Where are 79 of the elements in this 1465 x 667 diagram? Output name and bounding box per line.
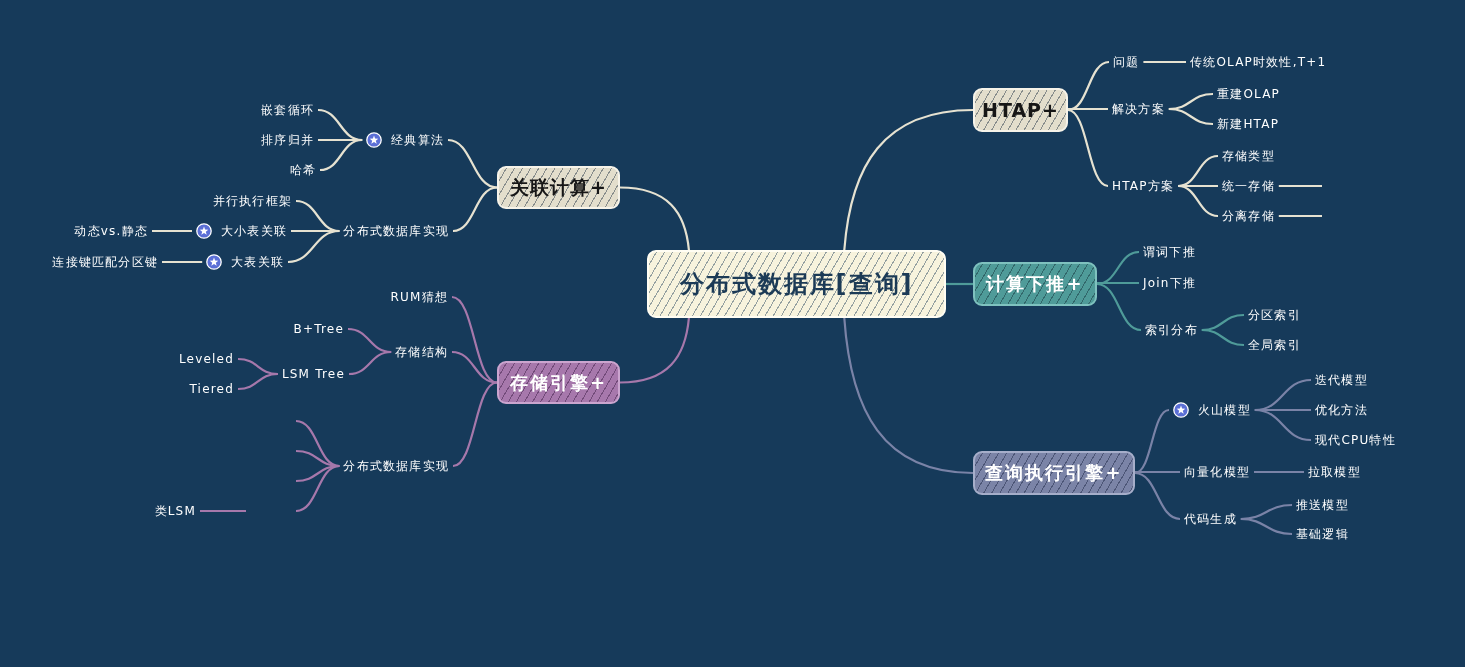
topic-label: 解决方案 [1108, 101, 1169, 117]
branch-line [1278, 214, 1322, 218]
branch-line [447, 138, 498, 189]
topic-label: 谓词下推 [1139, 244, 1200, 260]
branch-line [1254, 470, 1304, 474]
topic-label: 推送模型 [1292, 497, 1353, 513]
branch-line [451, 350, 498, 384]
topic-box: 关联计算+ [497, 166, 620, 209]
branch-line [295, 464, 340, 513]
branch-line [1201, 328, 1245, 347]
branch-line [348, 350, 392, 376]
topic-label: 索引分布 [1141, 322, 1202, 338]
topic-label: Join下推 [1139, 275, 1201, 291]
branch-line [1135, 470, 1180, 474]
topic-label: 火山模型 [1198, 402, 1251, 418]
branch-line [200, 509, 246, 513]
branch-line [946, 282, 973, 286]
topic-label: 大表关联 [231, 254, 284, 270]
topic-label: 基础逻辑 [1292, 526, 1353, 542]
topic-label: 传统OLAP时效性,T+1 [1186, 54, 1331, 70]
topic-label: 排序归并 [257, 132, 318, 148]
topic-label: 类LSM [150, 503, 200, 519]
topic-label: 问题 [1109, 54, 1144, 70]
branch-line [152, 229, 192, 233]
topic-label: 统一存储 [1218, 178, 1279, 194]
branch-line [1143, 60, 1186, 64]
branch-line [843, 108, 974, 251]
topic-label: 大小表关联 [221, 223, 287, 239]
branch-line [319, 138, 363, 172]
topic-label: 存储结构 [391, 344, 452, 360]
topic-label: 拉取模型 [1304, 464, 1365, 480]
branch-line [162, 260, 203, 264]
branch-line [452, 381, 498, 468]
topic-label: RUM猜想 [386, 289, 452, 305]
topic-label: 并行执行框架 [208, 193, 296, 209]
topic-label: B+Tree [289, 321, 348, 337]
branch-line [1134, 471, 1181, 521]
branch-line [452, 186, 498, 233]
topic-box: 计算下推+ [973, 262, 1097, 306]
topic-box: 存储引擎+ [497, 361, 620, 404]
topic-label: LSM Tree [277, 366, 349, 382]
topic-label: 迭代模型 [1311, 372, 1372, 388]
branch-line [1097, 281, 1139, 285]
topic-label: Tiered [185, 381, 238, 397]
branch-line [287, 229, 340, 264]
topic-box: 查询执行引擎+ [973, 451, 1135, 495]
topic-label: 分离存储 [1218, 208, 1279, 224]
topic-label: Leveled [174, 351, 238, 367]
topic-label: 分布式数据库实现 [339, 458, 453, 474]
topic-label: 现代CPU特性 [1311, 432, 1400, 448]
topic-label: 存储类型 [1218, 148, 1279, 164]
topic-label: 新建HTAP [1213, 116, 1284, 132]
topic-box: HTAP+ [973, 88, 1068, 132]
topic-label: 全局索引 [1244, 337, 1305, 353]
branch-line [1177, 184, 1219, 218]
topic-label: 经典算法 [391, 132, 444, 148]
topic-label: 嵌套循环 [257, 102, 318, 118]
branch-line [1254, 408, 1312, 442]
topic-label: 连接键匹配分区键 [48, 254, 162, 270]
topic-label: 重建OLAP [1213, 86, 1285, 102]
topic-label: 代码生成 [1180, 511, 1241, 527]
topic-box: 分布式数据库[查询] [647, 250, 946, 318]
branch-line [1096, 282, 1142, 332]
topic-label: 动态vs.静态 [70, 223, 152, 239]
branch-line [619, 186, 690, 251]
branch-line [1067, 108, 1109, 188]
branch-line [1168, 107, 1214, 126]
topic-label: 分布式数据库实现 [339, 223, 453, 239]
branch-line [619, 317, 690, 384]
branch-line [1278, 184, 1322, 188]
topic-label: HTAP方案 [1108, 178, 1179, 194]
topic-label: 分区索引 [1244, 307, 1305, 323]
branch-line [237, 372, 278, 391]
branch-line [1240, 517, 1293, 536]
branch-line [843, 317, 974, 475]
topic-label: 哈希 [285, 162, 320, 178]
branch-line [1068, 107, 1108, 111]
topic-label: 向量化模型 [1180, 464, 1254, 480]
topic-label: 优化方法 [1311, 402, 1372, 418]
